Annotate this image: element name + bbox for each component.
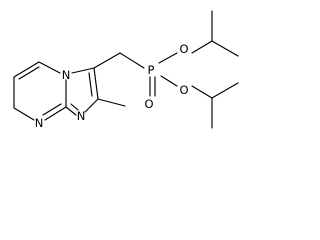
molecule-drawing: N N N P O O O [13, 10, 239, 130]
bond [93, 52, 121, 69]
atom-label-imidazole-nitrogen: N [77, 109, 86, 123]
bond [65, 106, 77, 116]
atom-label-oxygen-double: O [144, 97, 153, 111]
bond [119, 52, 145, 69]
isopropyl-upper [191, 10, 239, 57]
bond [160, 75, 178, 87]
methyl-group [97, 98, 126, 107]
bond [211, 82, 239, 99]
bond [38, 61, 61, 74]
pyrimidine-ring [13, 61, 67, 121]
atom-label-bridging-nitrogen: N [62, 68, 71, 82]
bond [13, 61, 40, 78]
bond [191, 40, 213, 54]
bond [93, 67, 99, 100]
bond [42, 103, 62, 116]
bond [70, 103, 79, 111]
bond [211, 40, 239, 57]
atom-label-oxygen-lower: O [179, 83, 188, 97]
bond [84, 98, 99, 113]
atom-label-pyrimidine-nitrogen: N [35, 116, 44, 130]
bond [13, 107, 35, 121]
bond [44, 106, 67, 121]
bond [18, 66, 40, 80]
bond [191, 85, 213, 99]
bond [97, 98, 126, 107]
chemical-structure-figure: N N N P O O O [13, 10, 239, 130]
atom-label-oxygen-upper: O [179, 42, 188, 56]
bond [88, 72, 93, 97]
imidazole-ring [65, 67, 99, 116]
bond [158, 52, 178, 64]
isopropyl-lower [191, 82, 239, 129]
phosphonate-group [149, 52, 178, 97]
methylene-linker [93, 52, 145, 69]
atom-label-phosphorus: P [148, 63, 155, 77]
bond [71, 67, 95, 74]
